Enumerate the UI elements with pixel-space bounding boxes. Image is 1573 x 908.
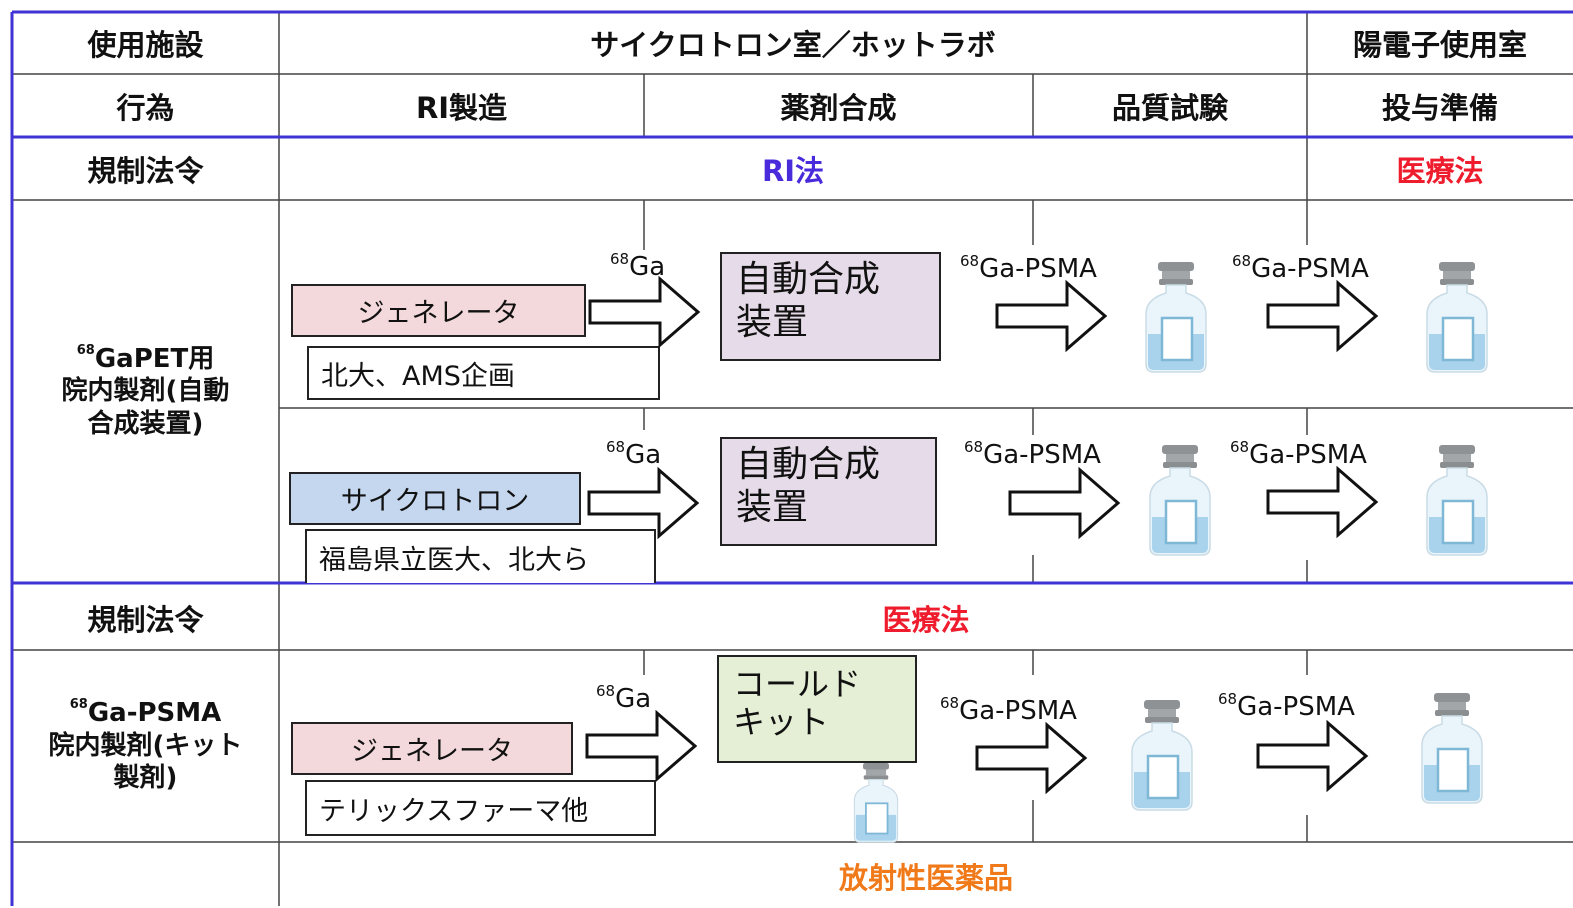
product-label: 68Ga-PSMA	[964, 438, 1101, 470]
action-dose-prep: 投与準備	[1381, 90, 1498, 125]
vial-icon	[1425, 260, 1489, 374]
developer-label: テリックスファーマ他	[305, 780, 656, 836]
vial-icon	[1425, 443, 1489, 557]
cyclotron-box: サイクロトロン	[289, 472, 581, 525]
flow-arrow	[587, 468, 699, 538]
flow-arrow	[588, 277, 700, 347]
vial-icon	[1130, 698, 1194, 812]
flow-arrow	[975, 723, 1087, 793]
regulation-label: 規制法令	[87, 602, 204, 637]
facility-main: サイクロトロン室／ホットラボ	[590, 28, 996, 62]
isotope-label: 68Ga	[596, 682, 652, 714]
flow-arrow	[1256, 721, 1368, 791]
facility-label: 使用施設	[87, 28, 204, 62]
generator-box: ジェネレータ	[291, 722, 573, 775]
auto-synthesis-row-label: 68GaPET用 院内製剤(自動 合成装置)	[61, 342, 230, 439]
flow-arrow	[1266, 281, 1378, 351]
auto-synthesizer-box: 自動合成装置	[720, 437, 937, 546]
action-quality-test: 品質試験	[1111, 90, 1228, 125]
developer-label: 北大、AMS企画	[307, 346, 660, 400]
ri-law-label: RI法	[761, 153, 825, 188]
product-label: 68Ga-PSMA	[1230, 438, 1367, 470]
flow-arrow	[1266, 467, 1378, 537]
action-label: 行為	[116, 90, 175, 125]
action-synthesis: 薬剤合成	[780, 90, 897, 125]
product-label: 68Ga-PSMA	[1218, 690, 1355, 722]
vial-icon	[853, 762, 899, 844]
cold-kit-box: コールドキット	[717, 655, 917, 763]
auto-synthesizer-box: 自動合成装置	[720, 252, 941, 361]
flow-arrow	[995, 281, 1107, 351]
product-label: 68Ga-PSMA	[1232, 252, 1369, 284]
product-label: 68Ga-PSMA	[940, 694, 1077, 726]
generator-box: ジェネレータ	[291, 284, 586, 337]
vial-icon	[1144, 260, 1208, 374]
developer-label: 福島県立医大、北大ら	[305, 529, 656, 583]
isotope-label: 68Ga	[606, 438, 662, 470]
medical-law-label: 医療法	[1396, 153, 1484, 188]
vial-icon	[1420, 691, 1484, 805]
product-label: 68Ga-PSMA	[960, 252, 1097, 284]
facility-pet: 陽電子使用室	[1352, 28, 1527, 62]
action-ri-production: RI製造	[415, 90, 508, 125]
medical-law-label: 医療法	[882, 602, 970, 637]
kit-row-label: 68Ga-PSMA 院内製剤(キット 製剤)	[48, 697, 243, 794]
flow-arrow	[1008, 468, 1120, 538]
flow-arrow	[585, 711, 697, 781]
vial-icon	[1148, 443, 1212, 557]
isotope-label: 68Ga	[610, 250, 666, 282]
regulation-label: 規制法令	[87, 153, 204, 188]
radiopharmaceutical-label: 放射性医薬品	[838, 861, 1013, 895]
